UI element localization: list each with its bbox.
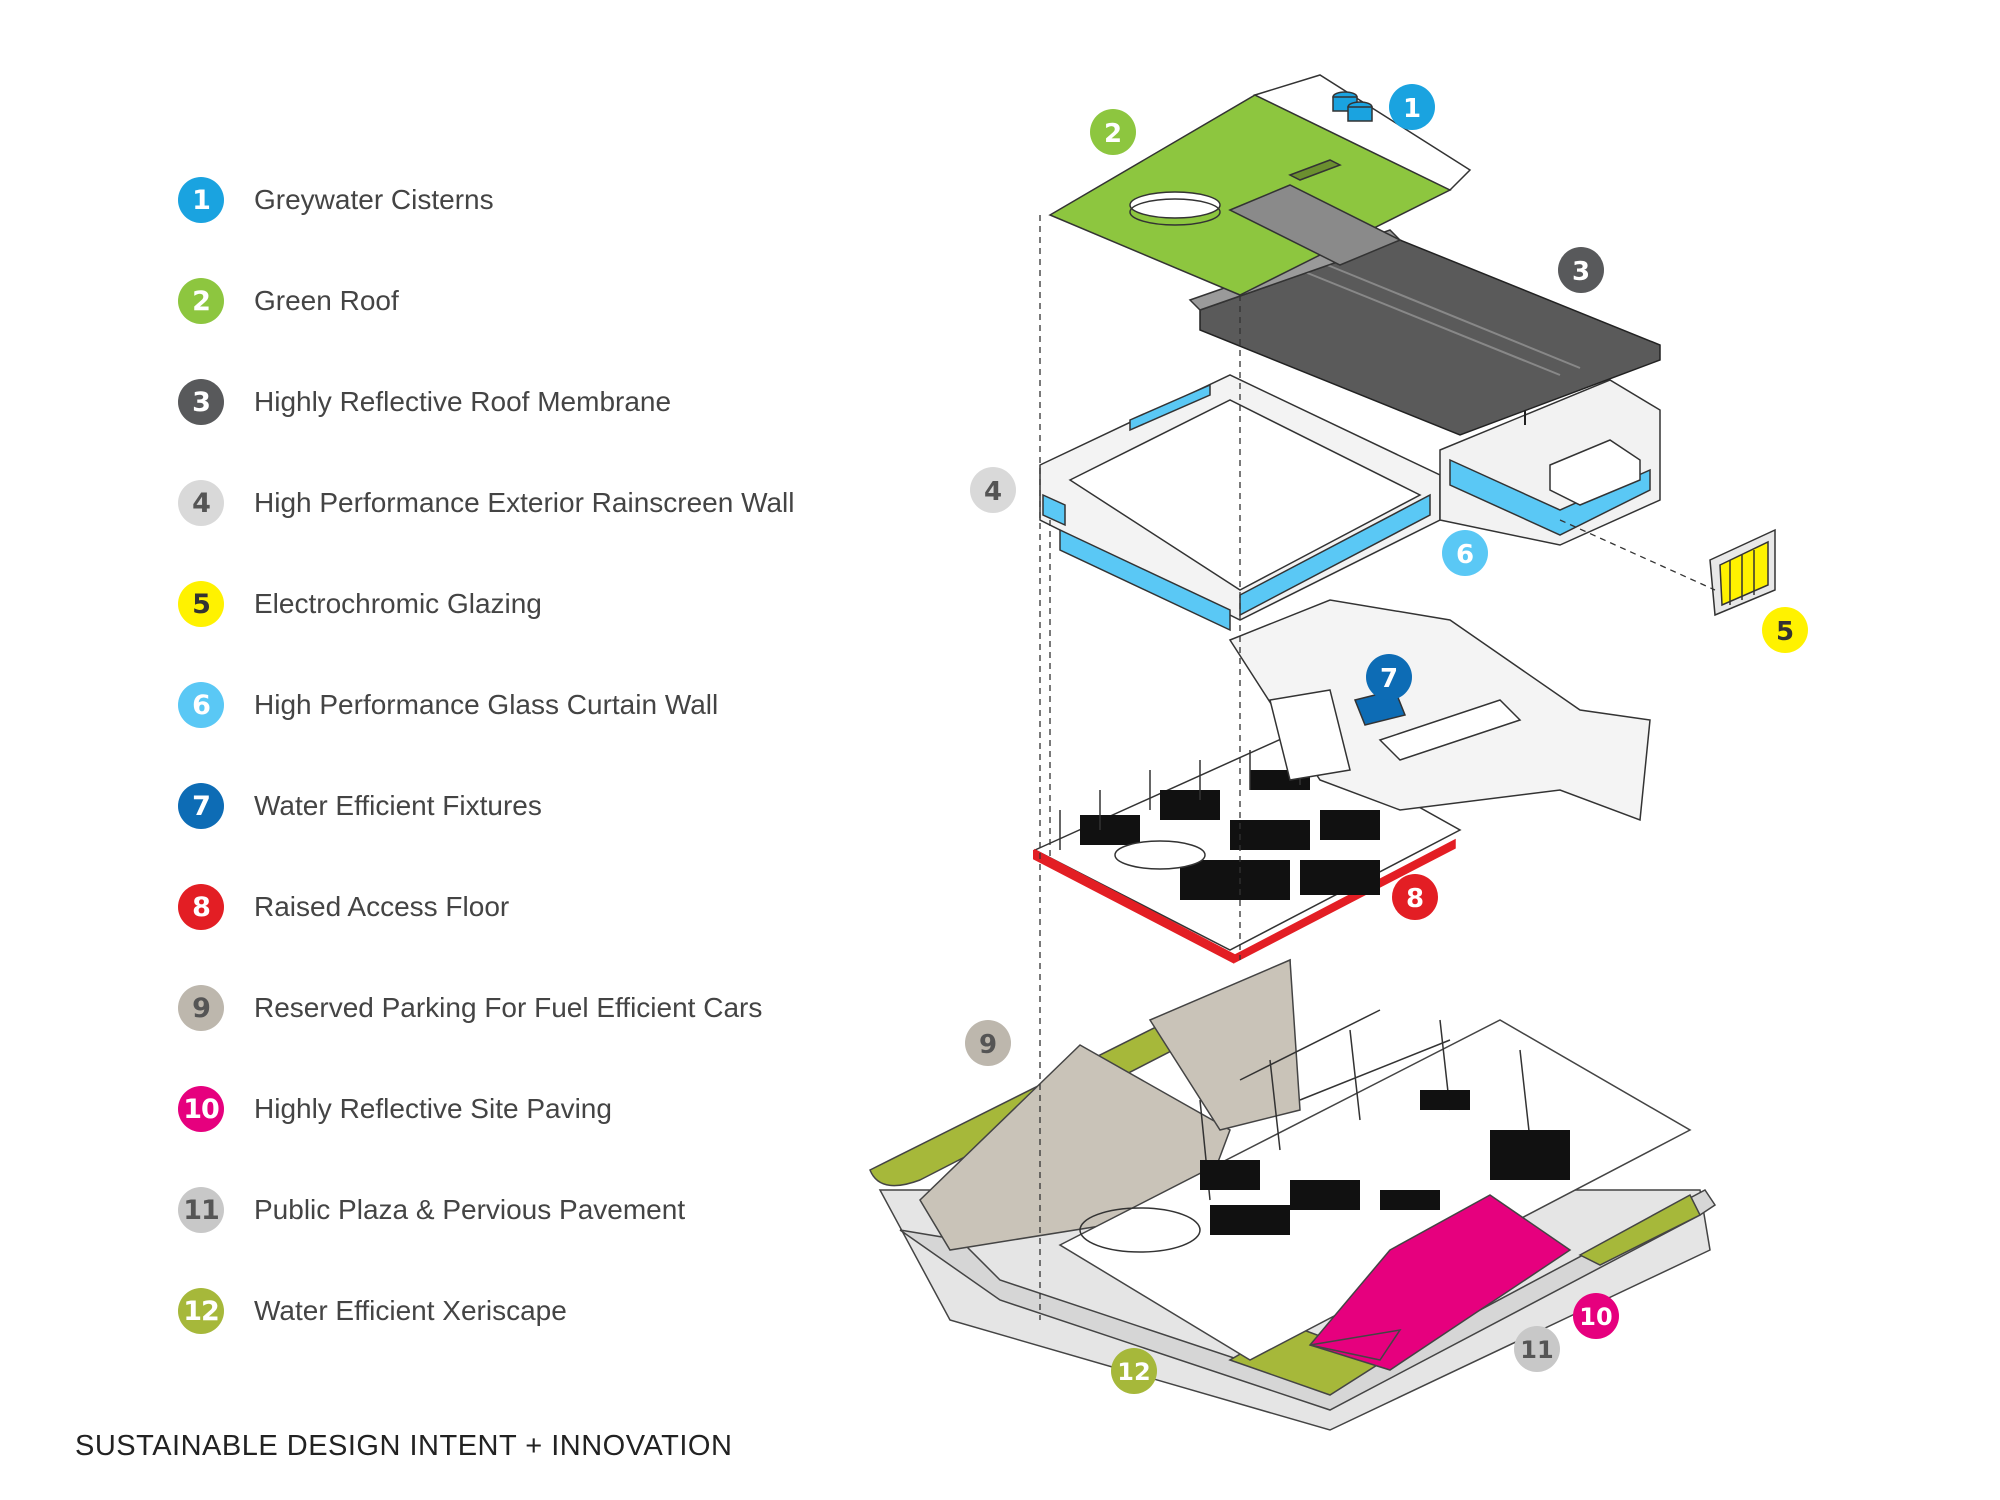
roof-level: [1048, 74, 1661, 436]
page-title: SUSTAINABLE DESIGN INTENT + INNOVATION: [75, 1430, 733, 1462]
legend-number-badge: 10: [178, 1086, 224, 1132]
legend-item-green-roof: 2 Green Roof: [178, 276, 399, 326]
reflective-paving-walk: [1309, 1328, 1402, 1361]
legend-number-badge: 11: [178, 1187, 224, 1233]
legend-label: Raised Access Floor: [254, 891, 510, 922]
diagram-label-2: 2: [1104, 119, 1122, 149]
diagram-label-3: 3: [1572, 257, 1590, 287]
curtain-wall-east-wing: [1449, 458, 1651, 536]
legend-item-raised-access-floor: 8 Raised Access Floor: [178, 882, 509, 932]
parking-area-upper: [1148, 958, 1301, 1131]
legend-label: Electrochromic Glazing: [254, 588, 542, 619]
legend-label: Reserved Parking For Fuel Efficient Cars: [254, 992, 763, 1023]
electrochromic-panel: [1709, 528, 1776, 617]
ground-floor-plate: [1058, 1019, 1692, 1361]
site-level: [869, 958, 1717, 1431]
legend-label: Water Efficient Xeriscape: [254, 1295, 567, 1326]
legend-number-badge: 1: [178, 177, 224, 223]
legend-item-glass-curtain-wall: 6 High Performance Glass Curtain Wall: [178, 680, 718, 730]
legend-number-badge: 9: [178, 985, 224, 1031]
cisterns-icon: [1332, 91, 1373, 122]
xeriscape-strip-right: [1578, 1193, 1702, 1266]
diagram-label-7: 7: [1380, 664, 1398, 694]
legend-item-electrochromic-glazing: 5 Electrochromic Glazing: [178, 579, 542, 629]
legend-number-badge: 7: [178, 783, 224, 829]
legend-item-reserved-parking: 9 Reserved Parking For Fuel Efficient Ca…: [178, 983, 762, 1033]
reflective-paving: [1308, 1194, 1572, 1371]
legend-item-public-plaza: 11 Public Plaza & Pervious Pavement: [178, 1185, 685, 1235]
diagram-label-11: 11: [1520, 1336, 1553, 1364]
legend-number-badge: 2: [178, 278, 224, 324]
legend-label: High Performance Exterior Rainscreen Wal…: [254, 487, 795, 518]
raised-floor-level: [1033, 599, 1651, 964]
curtain-wall-west: [1042, 493, 1066, 527]
diagram-label-1: 1: [1403, 94, 1421, 124]
legend-item-water-efficient-fixtures: 7 Water Efficient Fixtures: [178, 781, 542, 831]
legend-number-badge: 5: [178, 581, 224, 627]
legend-item-greywater-cisterns: 1 Greywater Cisterns: [178, 175, 494, 225]
diagram-label-12: 12: [1117, 1358, 1150, 1386]
legend-label: High Performance Glass Curtain Wall: [254, 689, 719, 720]
legend-item-xeriscape: 12 Water Efficient Xeriscape: [178, 1286, 567, 1336]
legend-number-badge: 6: [178, 682, 224, 728]
legend-number-badge: 3: [178, 379, 224, 425]
diagram-label-5: 5: [1776, 617, 1794, 647]
skylight-icon: [1129, 191, 1221, 219]
diagram-label-8: 8: [1406, 884, 1424, 914]
legend-label: Greywater Cisterns: [254, 184, 494, 215]
legend-label: Water Efficient Fixtures: [254, 790, 542, 821]
legend-number-badge: 4: [178, 480, 224, 526]
legend-item-reflective-roof-membrane: 3 Highly Reflective Roof Membrane: [178, 377, 671, 427]
diagram-label-6: 6: [1456, 540, 1474, 570]
legend-label: Public Plaza & Pervious Pavement: [254, 1194, 686, 1225]
legend-label: Highly Reflective Roof Membrane: [254, 386, 672, 417]
legend-item-rainscreen-wall: 4 High Performance Exterior Rainscreen W…: [178, 478, 795, 528]
legend-label: Green Roof: [254, 285, 399, 316]
legend-item-reflective-site-paving: 10 Highly Reflective Site Paving: [178, 1084, 612, 1134]
curtain-wall-south: [1059, 528, 1231, 632]
legend-number-badge: 8: [178, 884, 224, 930]
legend-number-badge: 12: [178, 1288, 224, 1334]
plaza-pavement: [899, 1189, 1717, 1411]
diagram-label-4: 4: [984, 477, 1002, 507]
legend-label: Highly Reflective Site Paving: [254, 1093, 612, 1124]
diagram-label-10: 10: [1579, 1303, 1612, 1331]
diagram-label-9: 9: [979, 1030, 997, 1060]
